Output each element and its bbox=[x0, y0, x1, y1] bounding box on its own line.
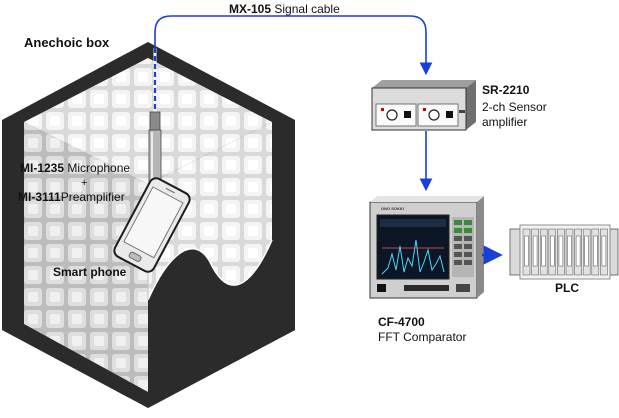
plus-sign: + bbox=[81, 177, 88, 189]
plc-module-face bbox=[601, 235, 607, 267]
plc-label: PLC bbox=[555, 281, 579, 295]
amplifier-desc-line1: 2-ch Sensor bbox=[482, 100, 547, 114]
smart-phone-label: Smart phone bbox=[53, 265, 127, 279]
box-top-foam bbox=[24, 58, 272, 184]
comparator-model: CF-4700 bbox=[378, 315, 425, 329]
box-left-foam bbox=[24, 122, 148, 392]
plc-module-face bbox=[567, 235, 572, 267]
anechoic-box-title: Anechoic box bbox=[24, 35, 110, 50]
amplifier-model: SR-2210 bbox=[482, 83, 530, 97]
cable-label: MX-105 Signal cable bbox=[229, 3, 340, 15]
plc-module-face bbox=[575, 235, 581, 267]
fft-spectrum-display bbox=[380, 219, 446, 275]
cable-desc: Signal cable bbox=[274, 2, 340, 16]
microphone-label: MI-1235 Microphone bbox=[20, 162, 130, 174]
preamplifier-desc: Preamplifier bbox=[60, 190, 125, 204]
comparator-desc: FFT Comparator bbox=[378, 330, 467, 344]
plc-module-face bbox=[524, 235, 529, 267]
comparator-brand: ONO SOKKI bbox=[381, 206, 404, 211]
preamplifier-label: MI-3111Preamplifier bbox=[18, 191, 125, 203]
preamplifier-model: MI-3111 bbox=[18, 190, 61, 204]
plc-icon bbox=[509, 224, 619, 280]
plc-module-face bbox=[549, 235, 555, 267]
microphone-desc: Microphone bbox=[67, 161, 131, 175]
signal-cable bbox=[153, 15, 433, 112]
plc-module-face bbox=[532, 235, 538, 267]
microphone-model: MI-1235 bbox=[20, 161, 65, 175]
plc-module-face bbox=[541, 235, 547, 267]
sensor-amplifier-icon bbox=[371, 80, 476, 131]
fft-comparator-icon bbox=[369, 196, 484, 299]
box-cutaway bbox=[148, 225, 295, 408]
cable-model: MX-105 bbox=[229, 2, 272, 16]
smart-phone-icon bbox=[113, 177, 191, 273]
plc-module-face bbox=[558, 235, 564, 267]
plc-module-face bbox=[592, 235, 598, 267]
amplifier-desc-line2: amplifier bbox=[482, 115, 528, 129]
plc-module-face bbox=[584, 235, 590, 267]
